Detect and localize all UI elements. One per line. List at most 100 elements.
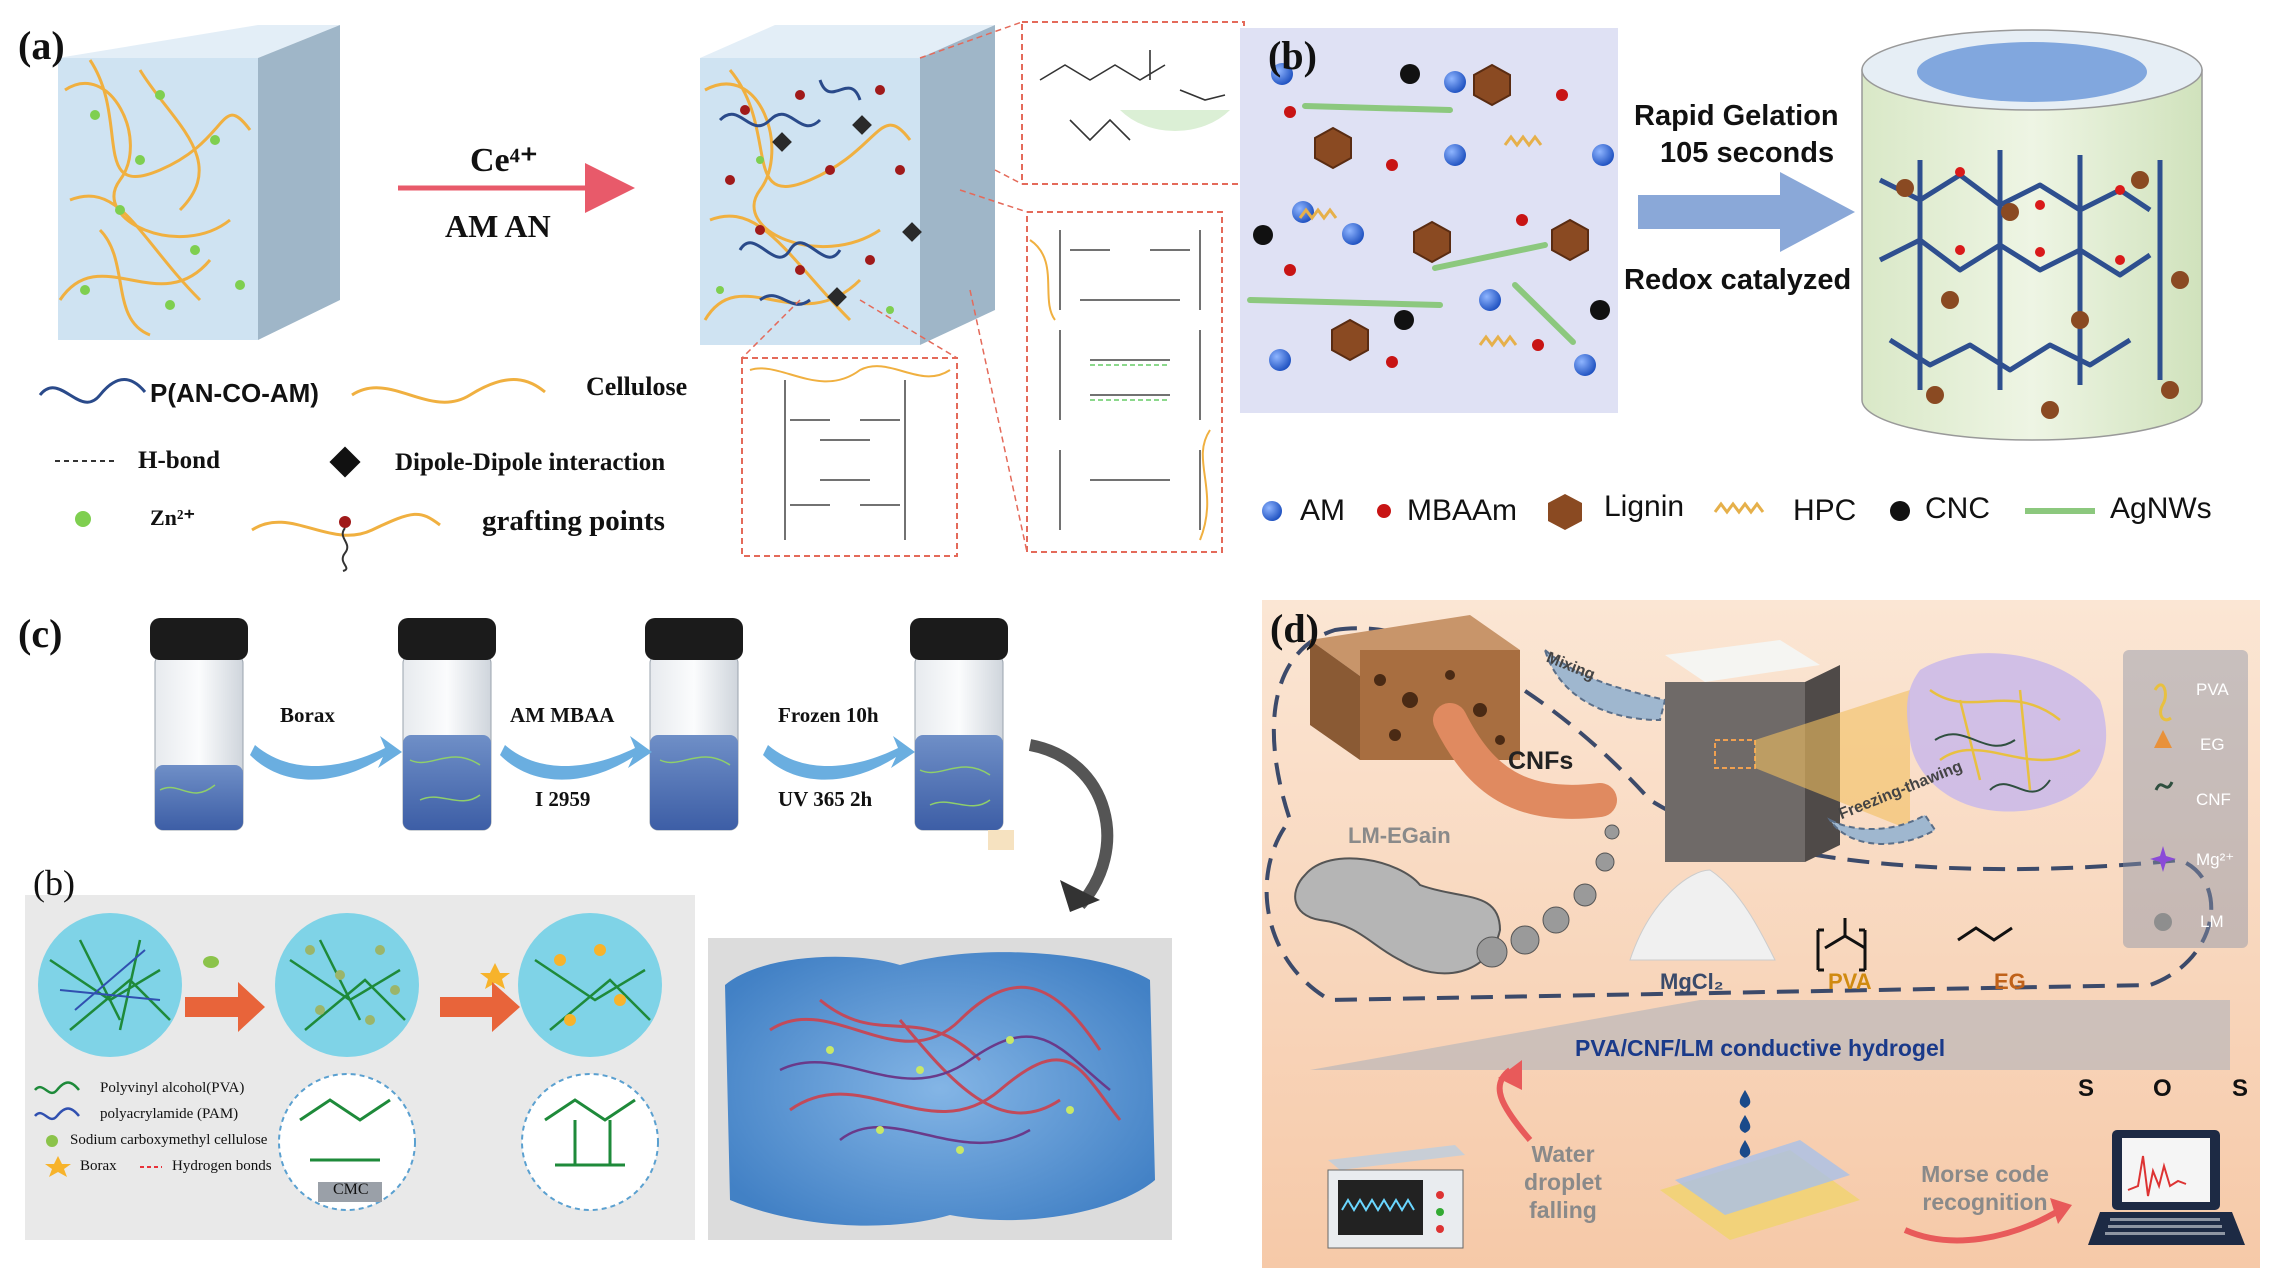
hydrogel-block	[725, 952, 1155, 1226]
hydrogel-banner	[1310, 1000, 2230, 1070]
reagent-ce: Ce⁴⁺	[470, 142, 538, 179]
panel-c-letter: (c)	[18, 611, 63, 656]
legend-mg-d-label: Mg²⁺	[2196, 850, 2235, 869]
legend-hbond-label: H-bond	[138, 447, 220, 474]
legend-pva-icon	[2153, 683, 2172, 722]
legend-cnc-icon	[1890, 501, 1910, 521]
panel-b-letter: (b)	[1268, 33, 1317, 78]
legend-borax-label: Borax	[80, 1158, 117, 1174]
cube-after	[700, 25, 995, 345]
detail-box-top	[1021, 21, 1245, 185]
arrow-label-rapid-gelation: Rapid Gelation	[1634, 100, 1839, 132]
lm-egain-label: LM-EGain	[1348, 823, 1451, 848]
oscilloscope	[1327, 1145, 1465, 1249]
vial-1	[150, 618, 248, 831]
cmc-label: CMC	[333, 1181, 369, 1198]
material-legend-box	[2123, 650, 2248, 948]
legend-cnf-icon	[2154, 781, 2174, 791]
legend-copolymer-swatch	[38, 378, 147, 404]
step-frozen: Frozen 10h	[778, 703, 879, 727]
eg-structure	[1957, 926, 2013, 942]
legend-agnws-label: AgNWs	[2110, 492, 2212, 525]
laptop	[2088, 1130, 2245, 1245]
water-drops	[1739, 1090, 1751, 1158]
stage-arrow-1	[185, 982, 265, 1032]
network-zoom	[1907, 653, 2107, 812]
legend-copolymer-label: P(AN-CO-AM)	[150, 378, 319, 408]
mbaam-stars	[1284, 89, 1568, 368]
legend-pam-swatch	[34, 1107, 80, 1121]
cnc-dots	[1253, 64, 1610, 330]
legend-lm-icon	[2154, 913, 2172, 931]
arrow-label-redox: Redox catalyzed	[1624, 264, 1852, 296]
legend-dipole-label: Dipole-Dipole interaction	[395, 449, 666, 476]
legend-pva-label: Polyvinyl alcohol(PVA)	[100, 1080, 245, 1096]
freezing-arrow	[1827, 813, 1937, 845]
eg-label: EG	[1994, 969, 2026, 994]
legend-eg-icon	[2154, 730, 2172, 748]
step-uv: UV 365 2h	[778, 787, 873, 811]
legend-borax-swatch	[45, 1156, 71, 1177]
legend-cnf-d-label: CNF	[2196, 790, 2231, 809]
lignin-hexagons	[1314, 63, 1589, 362]
legend-am-icon	[1262, 501, 1282, 521]
pva-structure	[1816, 918, 1867, 972]
panel-a-letter: (a)	[18, 23, 65, 68]
legend-pam-label: polyacrylamide (PAM)	[100, 1106, 239, 1122]
legend-am-label: AM	[1300, 494, 1345, 527]
legend-lignin-icon	[1548, 494, 1582, 530]
panel-b-top	[1240, 28, 2203, 530]
water-label: Water droplet falling	[1524, 1141, 1602, 1223]
legend-zn-swatch	[75, 511, 91, 527]
dashed-process-outline	[1264, 626, 2214, 1003]
legend-hpc-icon	[1713, 501, 1765, 515]
legend-mbaam-icon	[1377, 504, 1391, 518]
cnf-fiber	[1433, 703, 1617, 819]
legend-cnc-label: CNC	[1925, 492, 1990, 525]
step-am-mbaa: AM MBAA	[510, 703, 615, 727]
mgcl2-powder	[1629, 869, 1776, 961]
legend-cmc-swatch	[46, 1135, 58, 1147]
curved-down-arrow	[1028, 739, 1114, 910]
legend-eg-d-label: EG	[2200, 735, 2225, 754]
legend-hpc-label: HPC	[1793, 494, 1857, 527]
legend-grafting-swatch	[251, 512, 441, 572]
panel-c-sub-letter: (b)	[33, 863, 75, 903]
panel-d-letter: (d)	[1270, 606, 1319, 651]
morse-arrow	[1903, 1207, 2062, 1244]
legend-mbaam-label: MBAAm	[1407, 494, 1518, 527]
panel-a	[38, 21, 1245, 572]
wood-block	[1310, 615, 1520, 760]
morse-label: Morse code recognition	[1921, 1161, 2049, 1215]
lm-particles	[1476, 824, 1620, 968]
morse-letter-o: O	[2153, 1075, 2172, 1102]
network-stage-3	[518, 913, 662, 1057]
stage-arrow-2	[440, 982, 520, 1032]
legend-pva-swatch	[34, 1081, 80, 1095]
zoom-circle-borax	[521, 1073, 659, 1211]
panel-c-sub	[25, 895, 1172, 1240]
arrow-label-seconds: 105 seconds	[1660, 137, 1835, 169]
morse-letter-s1: S	[2078, 1075, 2095, 1102]
mixing-arrow	[1543, 647, 1667, 722]
cnfs-label: CNFs	[1508, 747, 1574, 775]
legend-cellulose-label: Cellulose	[586, 372, 688, 401]
network-stage-1	[38, 913, 182, 1057]
hpc-springs	[1298, 134, 1543, 348]
detail-box-right	[1026, 211, 1223, 553]
mgcl2-label: MgCl₂	[1660, 969, 1724, 994]
am-spheres	[1269, 63, 1614, 376]
hydrogel-label: PVA/CNF/LM conductive hydrogel	[1575, 1035, 1946, 1061]
panel-d	[1262, 600, 2260, 1268]
legend-mg-icon	[2150, 846, 2176, 872]
legend-lm-d-label: LM	[2200, 912, 2224, 931]
legend-lignin-label: Lignin	[1604, 490, 1685, 523]
legend-hbonds-label: Hydrogen bonds	[172, 1158, 272, 1174]
gelation-arrow	[1638, 172, 1855, 252]
legend-zn-label: Zn²⁺	[150, 505, 196, 530]
process-arrows	[250, 736, 915, 780]
legend-cellulose-swatch	[351, 378, 546, 404]
zoom-circle-cmc	[278, 1073, 416, 1211]
panel-c	[150, 618, 1114, 912]
